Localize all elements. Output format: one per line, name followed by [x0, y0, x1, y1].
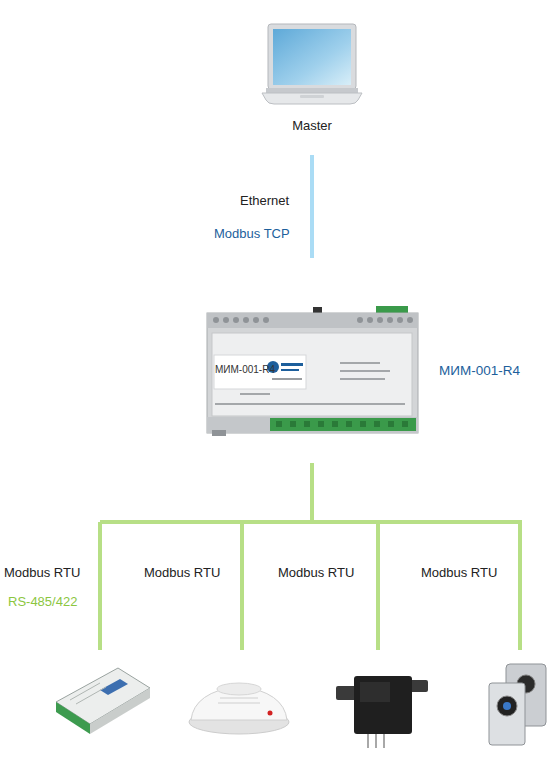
io-module-image-part [70, 683, 106, 704]
mim-module-image-part [387, 317, 393, 323]
mim-module-image-part [340, 378, 385, 380]
mim-module-image-part [207, 313, 418, 433]
mim-module-image-part [318, 421, 324, 427]
node-title: МИМ-001-R4 [215, 364, 285, 376]
mim-module-image-part [281, 369, 299, 371]
mim-module-image-part [357, 317, 363, 323]
mim-module-image-part [276, 421, 282, 427]
mim-module-image-part [263, 317, 269, 323]
mim-module-image-part [212, 430, 226, 436]
laptop-icon-part [266, 88, 358, 93]
mim-module-image-part [397, 317, 403, 323]
mim-module-image-part [213, 317, 219, 323]
mim-module-image-part [207, 417, 418, 433]
protocol-label: Modbus RTU [421, 565, 541, 581]
protocol-label: Modbus RTU [278, 565, 398, 581]
protocol-label: Modbus RTU [4, 565, 124, 581]
smoke-detector-image-part [217, 683, 261, 695]
laptop-icon-part [273, 29, 351, 85]
smoke-detector-image-part [218, 698, 260, 703]
mim-module-image-part [281, 363, 303, 366]
mim-module-image [207, 306, 418, 436]
rs485-bus-wire-part [310, 463, 314, 522]
node-label: МИМ-001-R4 [439, 363, 539, 379]
interface-label: RS-485/422 [8, 594, 128, 610]
mim-module-image-part [253, 317, 259, 323]
protocol-label: Modbus TCP [214, 226, 334, 242]
mim-module-image-part [272, 378, 302, 380]
mim-module-image-part [290, 421, 296, 427]
laptop-icon-part [268, 24, 356, 89]
mim-module-image-part [367, 317, 373, 323]
exit-button-image-part [489, 683, 525, 745]
master-laptop: Master [257, 20, 367, 155]
rs485-bus-wire-part [240, 522, 244, 650]
mim-module-image-part [240, 393, 270, 395]
mim-module-image-part [388, 421, 394, 427]
laptop-icon-part [300, 95, 324, 98]
io-module-image [56, 668, 150, 734]
mim-module-image-part [223, 317, 229, 323]
laptop-icon [262, 24, 362, 104]
mim-module-image-part [407, 317, 413, 323]
mim-module-image-part [304, 421, 310, 427]
laptop-icon-part [262, 93, 362, 104]
rs485-bus-wire-part [98, 522, 102, 650]
io-module-image-part [90, 688, 150, 734]
mim-module-image-part [340, 370, 390, 372]
mim-module-image-part [276, 421, 408, 427]
mim-module-image-part [207, 313, 418, 328]
exit-button-image [489, 664, 546, 745]
link-label: Ethernet [240, 193, 360, 209]
sensor-image-part [360, 682, 390, 702]
mim-module-image-part [360, 421, 366, 427]
mim-module-image-part [213, 317, 413, 323]
exit-button-image-part [497, 696, 517, 716]
io-module-image-part [56, 702, 90, 734]
node-title: Master [257, 118, 367, 134]
sensor-image [336, 676, 428, 748]
mim-module-image-part [270, 418, 416, 431]
exit-button-image-part [503, 702, 511, 710]
ethernet-link [310, 155, 314, 258]
smoke-detector-image-part [268, 711, 273, 716]
mim-module-image-part [214, 355, 306, 389]
smoke-detector-image [189, 683, 289, 734]
mim-module-image-part [243, 317, 249, 323]
mim-module-image-part [340, 362, 380, 364]
mim-module-image-part [346, 421, 352, 427]
mim-module-image-part [212, 333, 412, 416]
rs485-bus-wire [100, 463, 522, 650]
mim-module-image-part [215, 362, 405, 405]
io-module-image-part [100, 679, 128, 695]
rs485-bus-wire-part [518, 522, 522, 650]
sensor-image-part [354, 676, 412, 734]
mim-module-image-part [233, 317, 239, 323]
mim-module-image-part [377, 317, 383, 323]
mim-module-image-part [402, 421, 408, 427]
rs485-bus-wire-part [376, 522, 380, 650]
mim-module-image-part [332, 421, 338, 427]
mim-module: МИМ-001-R4 МИМ-001-R4 [205, 258, 540, 438]
sensor-image-part [368, 734, 384, 748]
rs485-bus-wire-part [100, 520, 522, 524]
mim-module-image-part [374, 421, 380, 427]
mim-module-image-part [215, 403, 405, 405]
protocol-label: Modbus RTU [144, 565, 264, 581]
